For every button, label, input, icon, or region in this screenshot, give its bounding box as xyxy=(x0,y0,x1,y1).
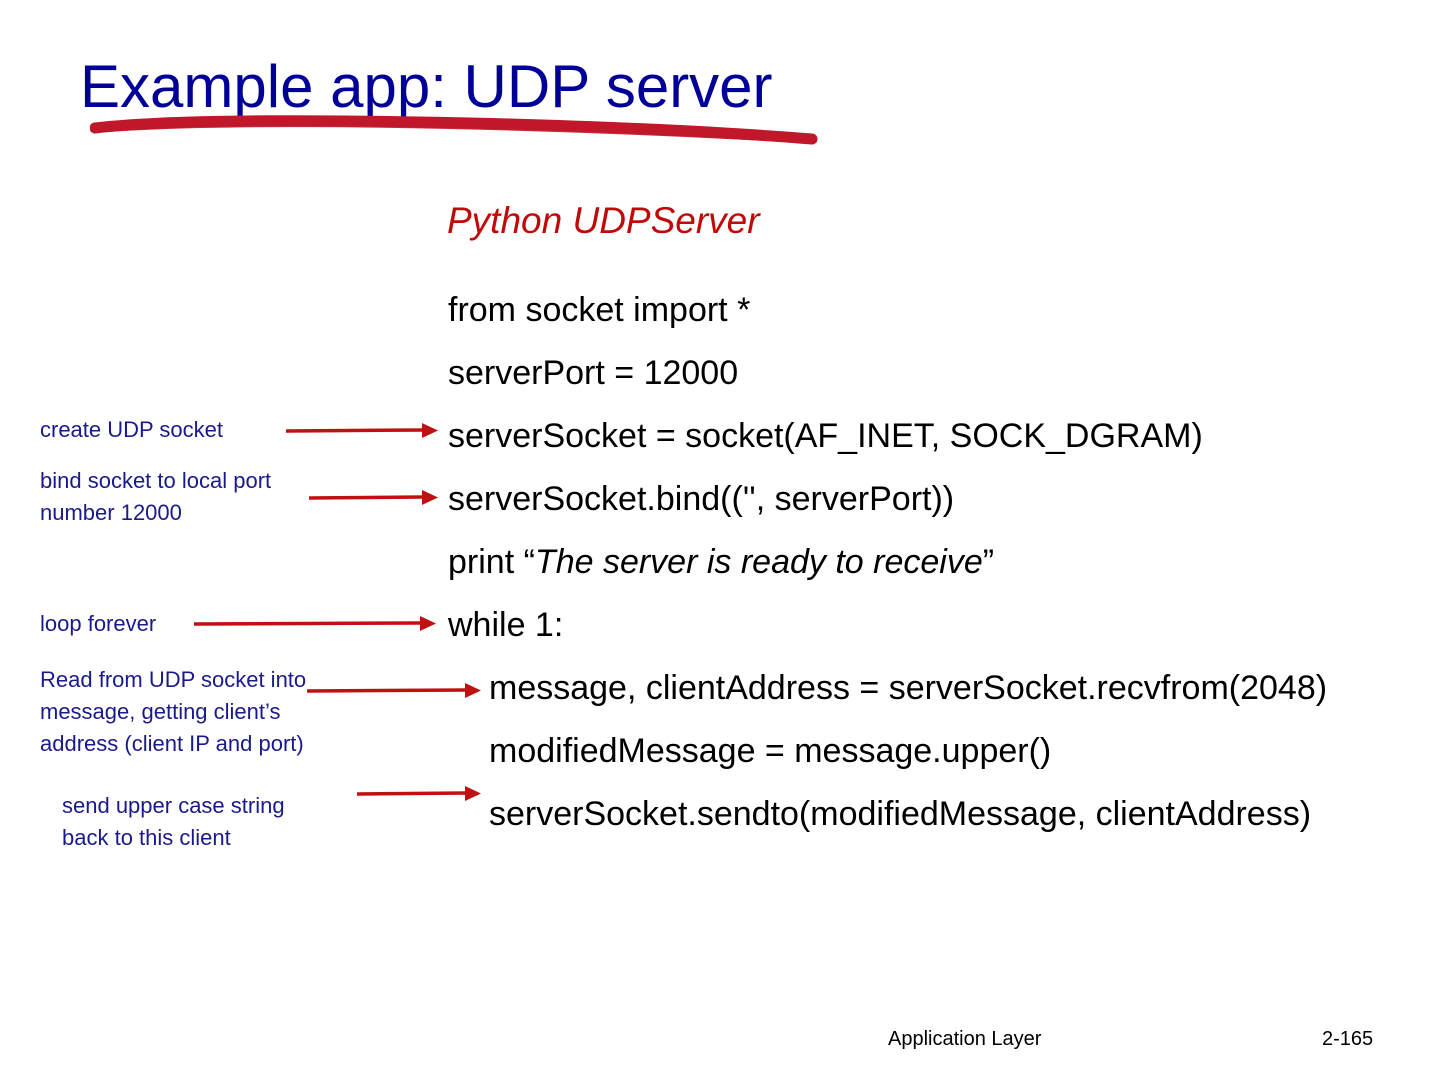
code-line-while: while 1: xyxy=(448,606,564,644)
code-heading: Python UDPServer xyxy=(447,200,760,241)
footer-slide-number: 2-165 xyxy=(1322,1028,1374,1050)
code-line-recvfrom: message, clientAddress = serverSocket.re… xyxy=(489,669,1328,707)
print-suffix: ” xyxy=(982,543,995,581)
code-line-upper: modifiedMessage = message.upper() xyxy=(489,732,1052,770)
code-line-socket-bind: serverSocket.bind(('', serverPort)) xyxy=(448,480,955,518)
annotation-read-from-udp-socket: Read from UDP socket into message, getti… xyxy=(40,667,307,756)
annotation-loop-forever: loop forever xyxy=(40,611,157,636)
annotation-create-udp-socket: create UDP socket xyxy=(40,417,224,442)
arrow-icon-bind-socket xyxy=(308,490,438,505)
footer-chapter-label: Application Layer xyxy=(888,1028,1042,1050)
page-title: Example app: UDP server xyxy=(80,53,773,120)
code-line-sendto: serverSocket.sendto(modifiedMessage, cli… xyxy=(489,795,1312,833)
code-line-socket-create: serverSocket = socket(AF_INET, SOCK_DGRA… xyxy=(448,417,1203,455)
print-prefix: print “ xyxy=(448,543,535,581)
code-line-import: from socket import * xyxy=(448,291,751,329)
code-line-print: print “The server is ready to receive” xyxy=(448,531,1408,594)
arrow-icon-loop-forever xyxy=(193,616,436,631)
print-italic-string: The server is ready to receive xyxy=(534,543,983,581)
annotation-bind-socket: bind socket to local port number 12000 xyxy=(40,468,272,525)
annotation-send-upper-case: send upper case string back to this clie… xyxy=(62,793,285,850)
arrow-icon-create-udp-socket xyxy=(285,423,438,438)
code-line-serverport: serverPort = 12000 xyxy=(448,354,739,392)
code-block: from socket import * serverPort = 12000 … xyxy=(448,279,1408,846)
